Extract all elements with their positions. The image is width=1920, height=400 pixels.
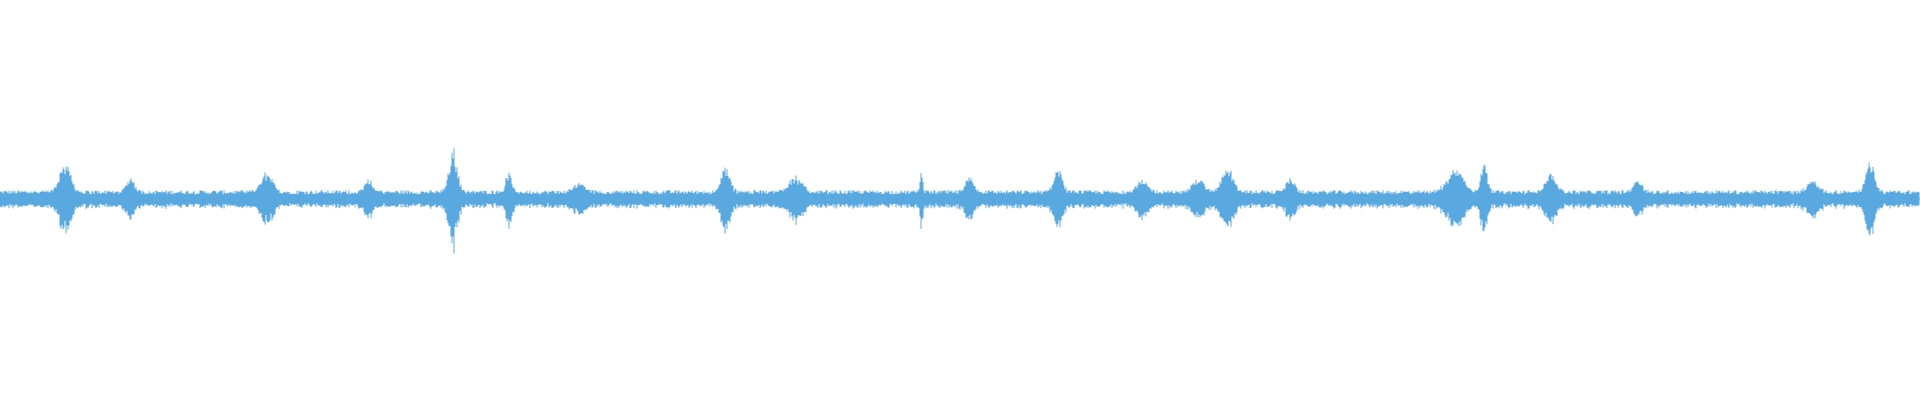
waveform-trace <box>0 148 1920 254</box>
